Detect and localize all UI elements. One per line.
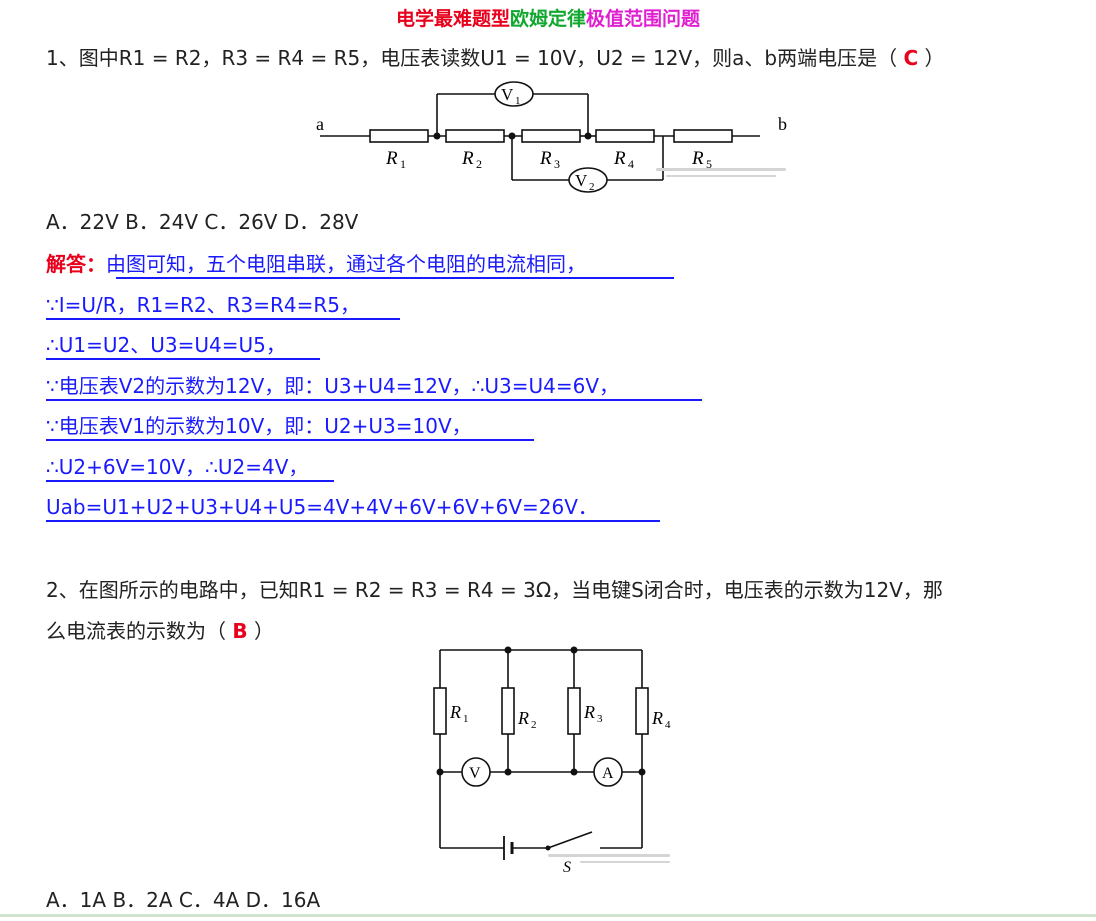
- q1-node-a-label: a: [316, 114, 324, 134]
- solution-underline-2: [46, 318, 400, 320]
- solution-line-4: ∵电压表V2的示数为12V，即：U3+U4=12V，∴U3=U4=6V，: [46, 374, 620, 398]
- solution-underline-1: [116, 277, 674, 279]
- q1-r5-sub: 5: [706, 157, 712, 171]
- q1-answer: C: [903, 46, 919, 70]
- q2-r3-sub: 3: [597, 713, 603, 725]
- q1-stem: 1、图中R1 = R2，R3 = R4 = R5，电压表读数U1 = 10V，U…: [46, 42, 945, 71]
- solution-line-7: Uab=U1+U2+U3+U4+U5=4V+4V+6V+6V+6V=26V．: [46, 495, 598, 519]
- q1-r1-sub: 1: [400, 157, 406, 171]
- q2-options: A．1A B．2A C．4A D．16A: [46, 888, 321, 912]
- title-part-3: 极值范围问题: [586, 8, 701, 30]
- solution-line-1: 解答：由图可知，五个电阻串联，通过各个电阻的电流相同，: [46, 248, 586, 277]
- q1-v2-label: V: [575, 171, 588, 190]
- solution-underline-3: [46, 358, 320, 360]
- q1-stem-prefix: 1、图中R1 = R2，R3 = R4 = R5，电压表读数U1 = 10V，U…: [46, 46, 898, 70]
- q1-r4-label: R: [613, 148, 626, 169]
- title-part-2: 欧姆定律: [509, 8, 586, 30]
- q2-answer: B: [232, 619, 248, 643]
- q1-r1-label: R: [385, 148, 398, 169]
- q2-stem-suffix: ）: [253, 619, 274, 643]
- q2-switch-label: S: [563, 859, 571, 876]
- q2-circuit-diagram: R 1 R 2 R 3 R 4 V A S: [433, 646, 671, 876]
- solution-line-2: ∵I=U/R，R1=R2、R3=R4=R5，: [46, 293, 361, 317]
- q2-ammeter-label: A: [602, 765, 614, 782]
- q1-r4-sub: 4: [628, 157, 634, 171]
- q1-r3-label: R: [539, 148, 552, 169]
- q2-r3-label: R: [583, 702, 595, 722]
- solution-underline-4: [46, 399, 702, 401]
- q2-stem-prefix: 么电流表的示数为（: [46, 619, 226, 643]
- q1-v2-sub: 2: [589, 181, 595, 193]
- q1-v1-sub: 1: [515, 95, 521, 107]
- solution-underline-6: [46, 480, 334, 482]
- q2-stem-line-1: 2、在图所示的电路中，已知R1 = R2 = R3 = R4 = 3Ω，当电键S…: [46, 578, 943, 602]
- solution-line-6: ∴U2+6V=10V，∴U2=4V，: [46, 455, 309, 479]
- q1-v1-label: V: [501, 85, 514, 104]
- page-title: 电学最难题型欧姆定律极值范围问题: [0, 4, 1096, 31]
- q2-watermark-smudge: [548, 854, 670, 863]
- solution-line-3: ∴U1=U2、U3=U4=U5，: [46, 333, 286, 357]
- q1-stem-suffix: ）: [924, 46, 945, 70]
- title-part-1: 电学最难题型: [395, 8, 510, 30]
- q1-r5-label: R: [691, 148, 704, 169]
- q1-watermark-smudge: [656, 168, 786, 177]
- q1-r2-sub: 2: [476, 157, 482, 171]
- q1-options: A．22V B．24V C．26V D．28V: [46, 210, 359, 234]
- solution-underline-5: [46, 439, 534, 441]
- q2-r2-sub: 2: [531, 719, 537, 731]
- q1-circuit-diagram: a b R 1 R 2 R 3 R 4 R 5 V 1 V 2: [316, 81, 787, 193]
- q2-r4-sub: 4: [665, 719, 671, 731]
- q2-r2-label: R: [517, 708, 529, 728]
- q2-stem-line-2: 么电流表的示数为（ B ）: [46, 615, 274, 644]
- q2-r1-label: R: [449, 702, 461, 722]
- solution-line-5: ∵电压表V1的示数为10V，即：U2+U3=10V，: [46, 414, 472, 438]
- q2-r4-label: R: [651, 708, 663, 728]
- q1-r2-label: R: [461, 148, 474, 169]
- q2-r1-sub: 1: [463, 713, 469, 725]
- solution-line-1-text: 由图可知，五个电阻串联，通过各个电阻的电流相同，: [106, 252, 586, 276]
- solution-underline-7: [46, 520, 660, 522]
- solution-label: 解答：: [46, 252, 106, 276]
- q2-voltmeter-label: V: [469, 765, 481, 782]
- q1-node-b-label: b: [778, 114, 787, 134]
- bottom-divider: [0, 914, 1096, 917]
- q1-r3-sub: 3: [554, 157, 560, 171]
